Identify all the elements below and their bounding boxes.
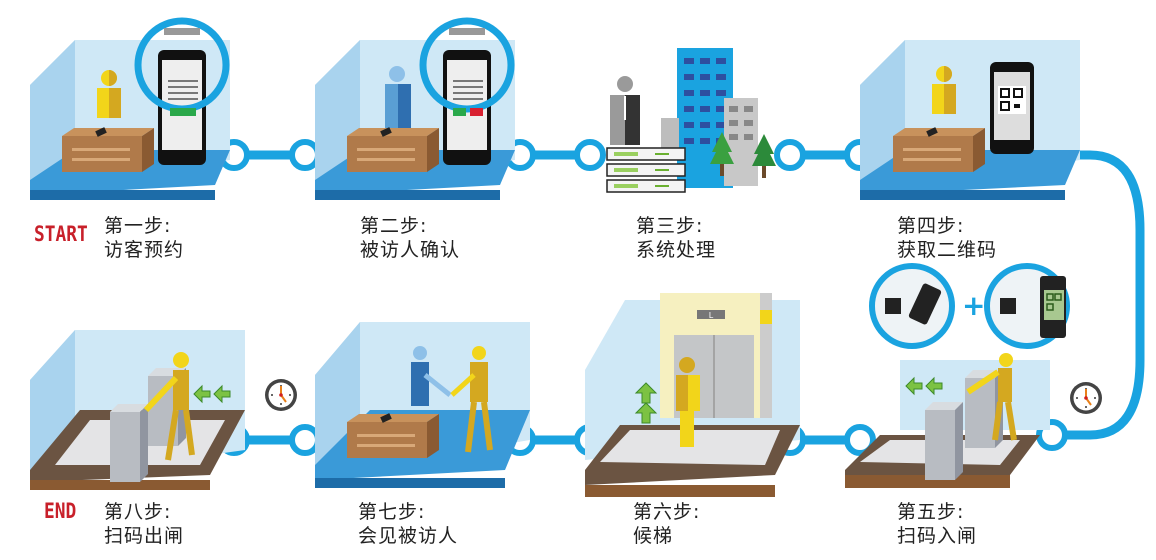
step-8-scene — [30, 330, 298, 490]
step-name: 系统处理 — [636, 239, 717, 261]
step-4-label: 第四步: 获取二维码 — [897, 214, 997, 262]
flow-track — [221, 142, 1145, 453]
step-name: 获取二维码 — [897, 239, 998, 261]
up-arrows-icon — [634, 382, 658, 424]
scan-phone-option — [869, 263, 955, 349]
step-heading: 第四步: — [897, 215, 965, 237]
step-6-label: 第六步: 候梯 — [633, 500, 700, 548]
server-rack — [606, 147, 686, 193]
step-name: 候梯 — [633, 525, 674, 547]
step-heading: 第五步: — [897, 501, 965, 523]
step-5-scene — [845, 353, 1050, 488]
step-heading: 第二步: — [360, 215, 428, 237]
step-heading: 第六步: — [633, 501, 701, 523]
step-4-scene — [860, 40, 1080, 200]
step-heading: 第八步: — [104, 501, 172, 523]
plus-separator: + — [962, 289, 987, 322]
step-heading: 第一步: — [104, 215, 172, 237]
step-heading: 第三步: — [636, 215, 704, 237]
step-1-scene — [30, 17, 230, 200]
end-marker: END — [44, 499, 77, 523]
step-3-label: 第三步: 系统处理 — [636, 214, 716, 262]
step-2-scene — [315, 17, 515, 200]
step-2-label: 第二步: 被访人确认 — [360, 214, 460, 262]
step-name: 会见被访人 — [358, 525, 459, 547]
step-7-label: 第七步: 会见被访人 — [358, 500, 458, 548]
step-7-scene — [315, 322, 530, 488]
elevator-sign: L — [709, 311, 714, 320]
scan-options — [869, 263, 1103, 415]
step-5-label: 第五步: 扫码入闸 — [897, 500, 977, 548]
start-marker: START — [34, 222, 88, 246]
step-1-label: 第一步: 访客预约 — [104, 214, 184, 262]
step-heading: 第七步: — [358, 501, 426, 523]
step-name: 扫码入闸 — [897, 525, 978, 547]
step-name: 扫码出闸 — [104, 525, 185, 547]
step-3-scene — [606, 48, 776, 193]
step-6-scene: L — [585, 293, 800, 497]
step-8-label: 第八步: 扫码出闸 — [104, 500, 184, 548]
step-name: 被访人确认 — [360, 239, 461, 261]
step-name: 访客预约 — [104, 239, 185, 261]
